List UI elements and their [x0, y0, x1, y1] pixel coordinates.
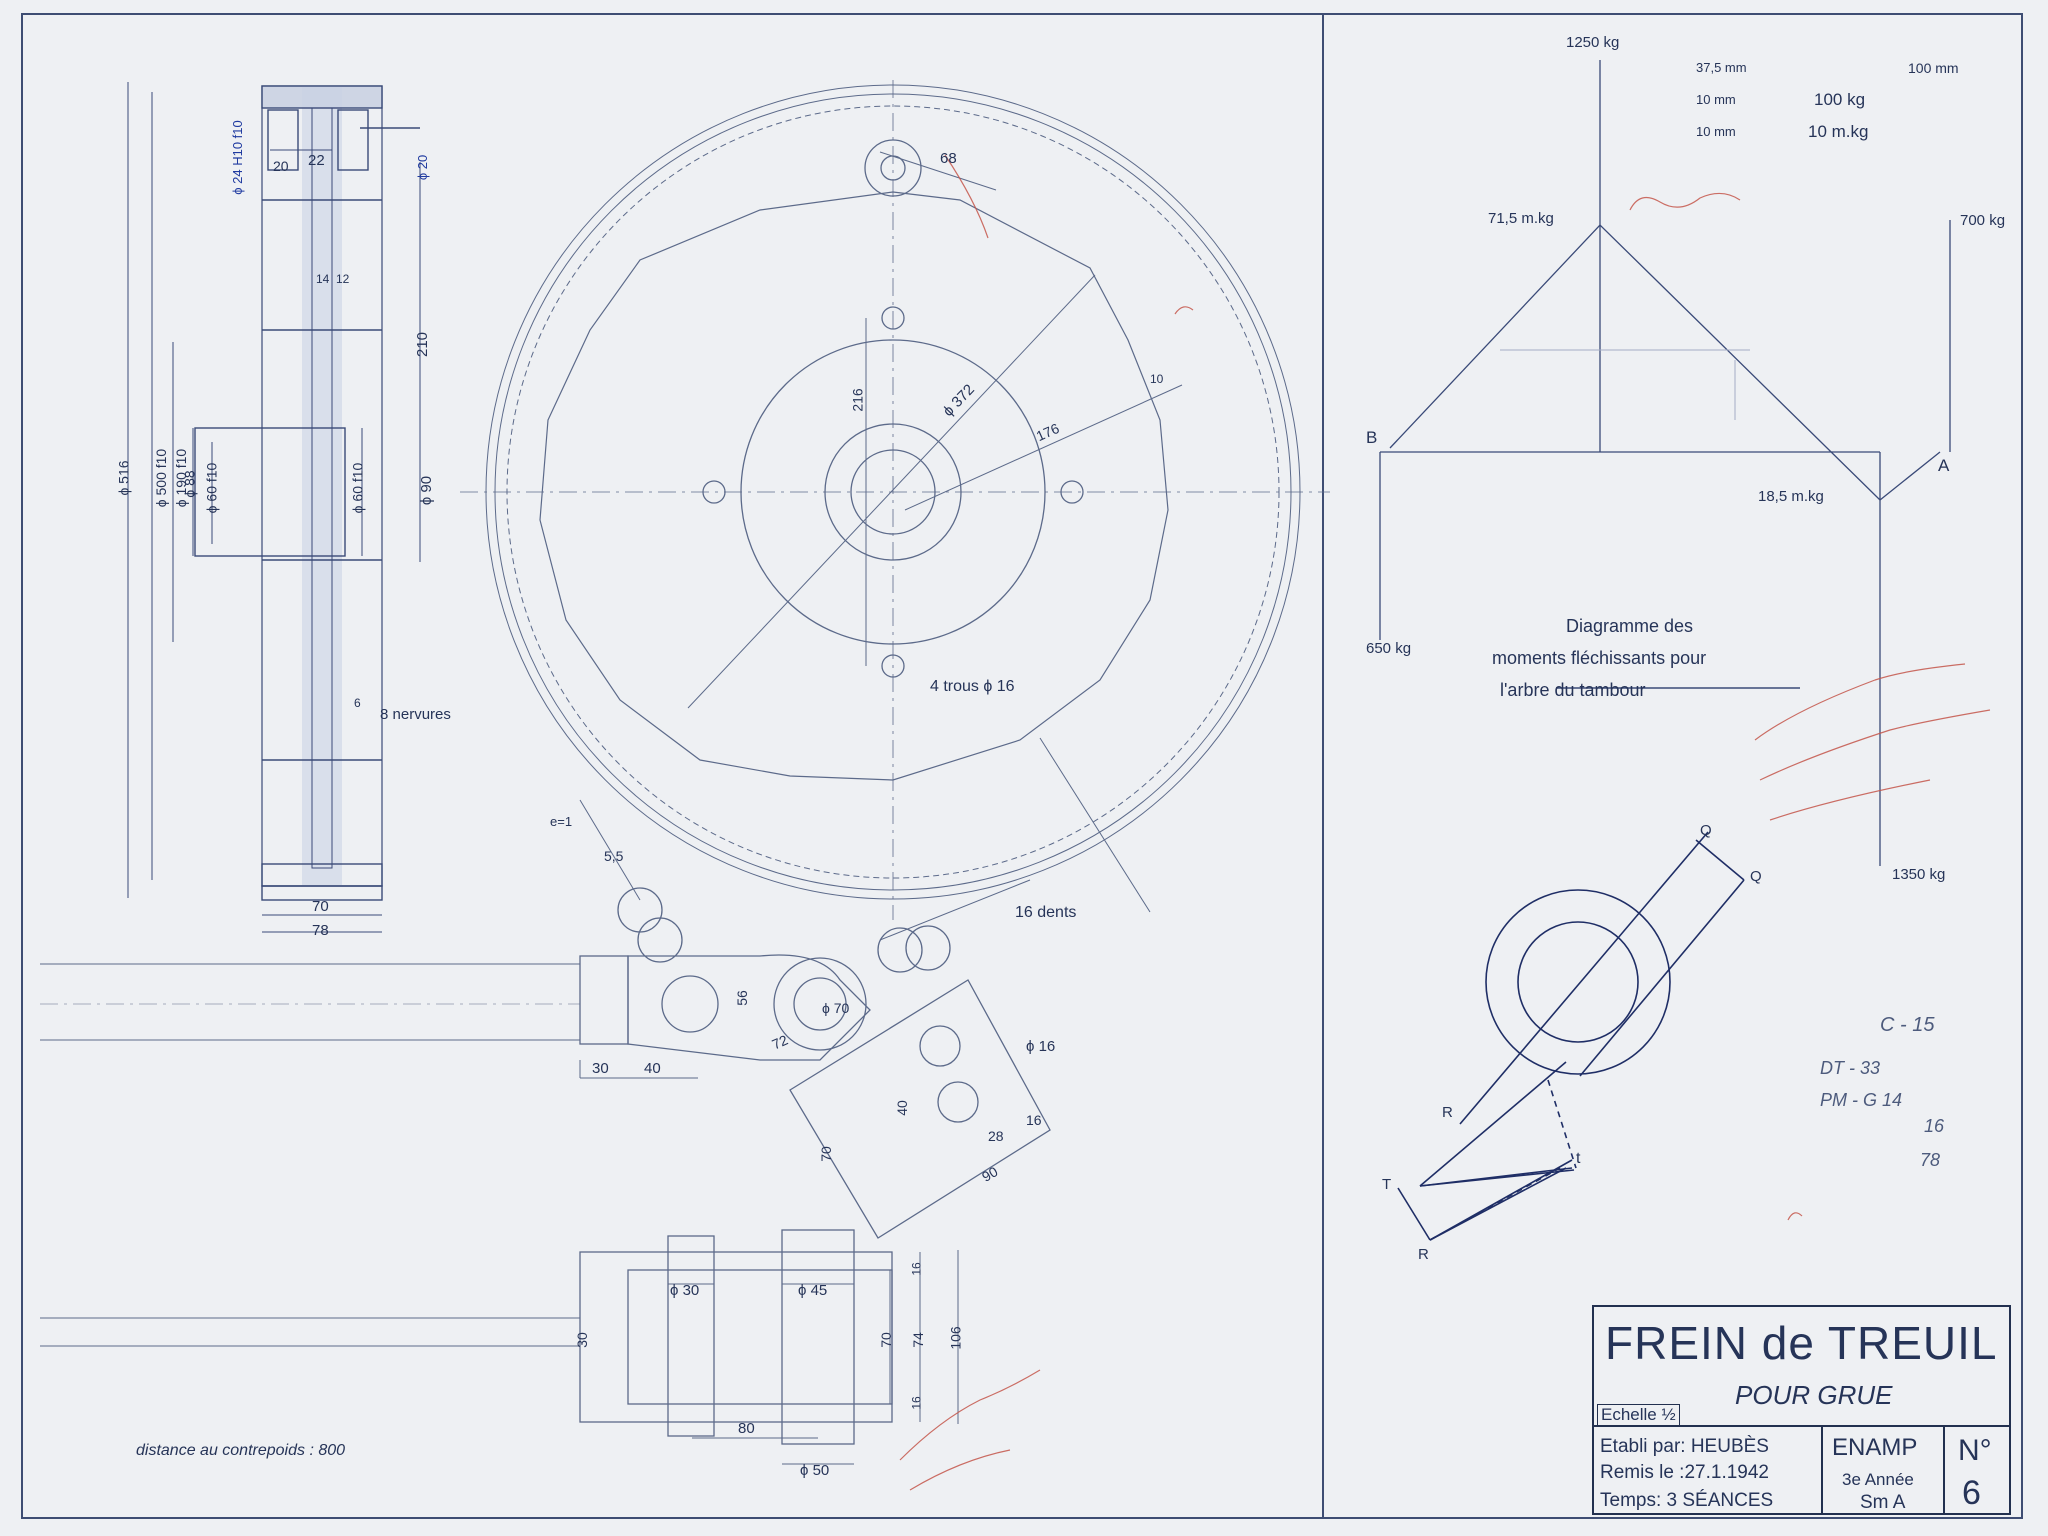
grade-pm: PM - G 14: [1820, 1090, 1903, 1110]
dents-note: 16 dents: [1015, 904, 1077, 921]
force-700: 700 kg: [1960, 212, 2006, 229]
dim-106-plan: 106: [947, 1326, 964, 1350]
dim-516: ϕ 516: [115, 460, 132, 496]
dim-14: 14: [316, 272, 330, 286]
dim-16-top: 16: [909, 1262, 924, 1276]
dim-phi-30: ϕ 30: [670, 1282, 700, 1299]
moment-min-label: 18,5 m.kg: [1758, 488, 1824, 505]
dim-210: 210: [414, 331, 432, 358]
dim-68: 68: [940, 150, 957, 167]
dim-16-plate: 16: [1026, 1112, 1042, 1128]
dim-56: 56: [733, 990, 750, 1006]
scale-line-1-a: 37,5 mm: [1696, 60, 1747, 75]
etabli-label: Etabli par: HEUBÈS: [1600, 1436, 1769, 1457]
dim-88: ϕ 88: [181, 470, 198, 498]
force-q-2: Q: [1750, 868, 1762, 885]
brake-wheel-view: [460, 80, 1330, 920]
force-650: 650 kg: [1366, 640, 1412, 657]
dim-216: 216: [849, 388, 866, 412]
dim-phi-45: ϕ 45: [798, 1282, 828, 1299]
diagram-title-line-3: l'arbre du tambour: [1500, 680, 1646, 700]
dim-40-lever: 40: [644, 1060, 661, 1077]
nervures-note: 8 nervures: [380, 706, 451, 723]
dim-30-lever: 30: [592, 1060, 609, 1077]
dim-90: ϕ 90: [418, 475, 436, 506]
sheet-border: [21, 13, 2023, 1519]
force-1350: 1350 kg: [1892, 866, 1946, 883]
trous-note: 4 trous ϕ 16: [930, 678, 1015, 695]
contrepoids-note: distance au contrepoids : 800: [136, 1442, 346, 1459]
scale-line-2-b: 100 kg: [1814, 90, 1866, 109]
grader-annotations: [899, 154, 1991, 1491]
point-a: A: [1938, 456, 1950, 475]
title-block-frame: [1592, 1305, 2011, 1515]
e1-note: e=1: [550, 814, 573, 829]
scale-line-3-a: 10 mm: [1696, 124, 1736, 139]
force-r-1: R: [1442, 1104, 1453, 1121]
force-t-upper: T: [1382, 1176, 1392, 1193]
dim-74-plan: 74: [909, 1332, 926, 1348]
dim-80: 80: [738, 1420, 755, 1437]
scale-label: Echelle ½: [1597, 1404, 1680, 1426]
number-label: N°: [1958, 1434, 1992, 1467]
drawing-subtitle: POUR GRUE: [1735, 1380, 1893, 1410]
force-r-2: R: [1418, 1246, 1429, 1263]
dim-16-bottom: 16: [909, 1396, 924, 1410]
plan-view: [40, 1229, 959, 1465]
remis-label: Remis le :27.1.1942: [1600, 1462, 1769, 1483]
grade-total: 78: [1920, 1150, 1941, 1170]
force-1250: 1250 kg: [1566, 34, 1620, 51]
dim-6: 6: [354, 696, 361, 710]
dim-5-5: 5,5: [604, 848, 624, 864]
dim-10: 10: [1150, 372, 1164, 386]
scale-line-2-a: 10 mm: [1696, 92, 1736, 107]
moment-diagram: [1379, 60, 1951, 866]
dim-24: ϕ 24 H10 f10: [229, 120, 245, 195]
year-label: 3e Année: [1842, 1470, 1914, 1489]
lever-view: [40, 799, 1051, 1239]
dim-20: 20: [273, 158, 289, 174]
dim-phi-16: ϕ 16: [1026, 1038, 1056, 1055]
dim-78: 78: [312, 922, 329, 939]
diagram-title-line-2: moments fléchissants pour: [1492, 648, 1707, 668]
dim-28: 28: [988, 1128, 1004, 1144]
dim-12: 12: [336, 272, 350, 286]
grade-dt: DT - 33: [1820, 1058, 1881, 1078]
dim-60-left: ϕ 60 f10: [203, 462, 220, 514]
force-t-lower: t: [1576, 1150, 1581, 1167]
scale-line-3-b: 10 m.kg: [1808, 122, 1869, 141]
moment-max-label: 71,5 m.kg: [1488, 210, 1554, 227]
drawing-number: 6: [1962, 1474, 1981, 1512]
point-b: B: [1366, 428, 1378, 447]
section-label: Sm A: [1860, 1492, 1906, 1513]
dim-70: 70: [312, 898, 329, 915]
grade-c: C - 15: [1880, 1014, 1935, 1036]
force-q-1: Q: [1700, 822, 1712, 839]
drawing-title: FREIN de TREUIL: [1605, 1317, 1998, 1369]
force-diagram: [1397, 831, 1745, 1241]
scale-line-1-b: 100 mm: [1908, 60, 1959, 76]
dim-40-plate: 40: [893, 1100, 910, 1116]
dim-70-plate: 70: [817, 1146, 834, 1162]
dim-60-center: ϕ 60 f10: [349, 462, 366, 514]
dim-22: 22: [308, 152, 325, 169]
grade-16: 16: [1924, 1116, 1945, 1136]
school-label: ENAMP: [1832, 1434, 1918, 1461]
dim-phi-70: ϕ 70: [822, 1000, 850, 1016]
dim-70-plan: 70: [877, 1332, 894, 1348]
dim-30-plan: 30: [573, 1332, 590, 1348]
dim-20-shaft: ϕ 20: [415, 154, 431, 181]
temps-label: Temps: 3 SÉANCES: [1600, 1490, 1774, 1511]
diagram-title-line-1: Diagramme des: [1566, 616, 1694, 636]
dim-phi-50: ϕ 50: [800, 1462, 830, 1479]
side-section-view: [127, 82, 421, 933]
dim-500: ϕ 500 f10: [153, 448, 170, 508]
